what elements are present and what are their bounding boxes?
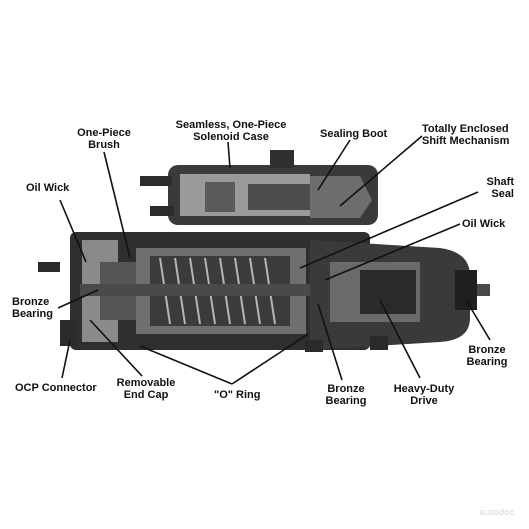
oil-wick-right-label: Oil Wick	[462, 218, 505, 230]
label-line: Brush	[88, 139, 120, 151]
label-line: End Cap	[123, 389, 169, 401]
label-line: Bearing	[12, 308, 53, 320]
label-line: Sealing Boot	[320, 128, 388, 140]
label-line: Bronze	[12, 296, 50, 308]
brush-label: One-Piece Brush	[66, 127, 142, 151]
o-ring-label: "O" Ring	[214, 389, 260, 401]
label-line: Solenoid Case	[193, 131, 269, 143]
drive-housing	[310, 240, 477, 350]
oil-wick-left-label: Oil Wick	[26, 182, 69, 194]
label-line: Seal	[491, 188, 514, 200]
label-line: One-Piece	[77, 127, 131, 139]
label-line: Seamless, One-Piece	[175, 119, 287, 131]
label-line: Totally Enclosed	[422, 123, 509, 135]
watermark: autodoc	[479, 507, 515, 517]
bronze-bearing-bottom-label: Bronze Bearing	[318, 383, 374, 407]
label-line: Removable	[116, 377, 176, 389]
label-line: Bearing	[466, 356, 508, 368]
shift-mechanism-label: Totally Enclosed Shift Mechanism	[422, 123, 509, 147]
label-line: OCP Connector	[15, 382, 97, 394]
solenoid-case	[140, 150, 378, 225]
label-line: Shaft	[486, 176, 515, 188]
leader-lines	[57, 135, 491, 385]
label-line: Bronze	[468, 344, 506, 356]
label-line: Heavy-Duty	[393, 383, 455, 395]
shaft-seal-label: Shaft Seal	[462, 176, 515, 200]
label-line: "O" Ring	[214, 389, 261, 401]
sealing-boot-label: Sealing Boot	[320, 128, 387, 140]
label-line: Shift Mechanism	[422, 135, 510, 147]
bronze-bearing-right-label: Bronze Bearing	[459, 344, 515, 368]
end-cap-label: Removable End Cap	[110, 377, 182, 401]
drive-label: Heavy-Duty Drive	[390, 383, 458, 407]
label-line: Oil Wick	[26, 182, 70, 194]
label-line: Oil Wick	[462, 218, 506, 230]
label-line: Bearing	[325, 395, 367, 407]
label-line: Bronze	[327, 383, 365, 395]
fittings	[38, 262, 388, 352]
label-line: Drive	[410, 395, 438, 407]
ocp-connector-label: OCP Connector	[15, 382, 97, 394]
bronze-bearing-left-label: Bronze Bearing	[12, 296, 53, 320]
solenoid-case-label: Seamless, One-Piece Solenoid Case	[166, 119, 296, 143]
